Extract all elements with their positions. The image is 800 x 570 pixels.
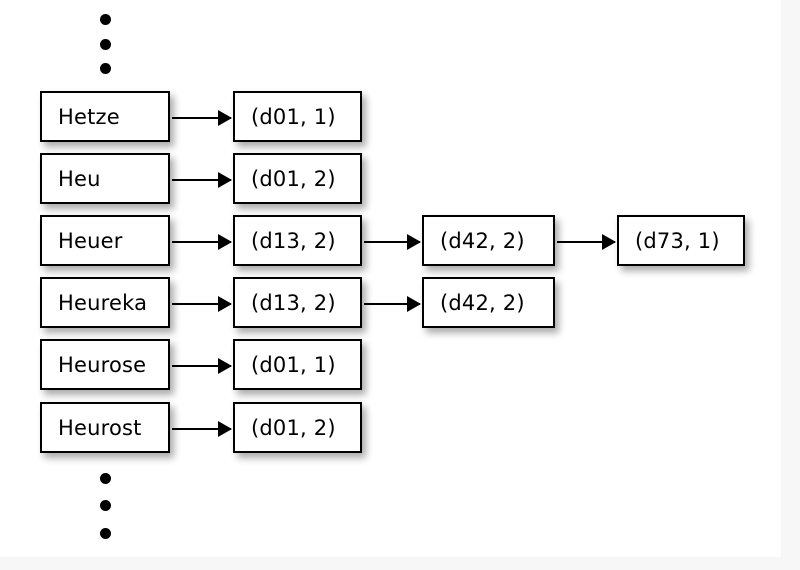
arrow-icon — [172, 234, 232, 250]
arrow-icon — [172, 358, 232, 374]
term-node[interactable]: Heurose — [40, 339, 170, 390]
arrow-icon — [364, 234, 421, 250]
ellipsis-bottom-dot-3 — [100, 528, 111, 539]
ellipsis-top-dot-3 — [100, 63, 111, 74]
posting-node[interactable]: (d01, 1) — [233, 91, 362, 142]
posting-node[interactable]: (d01, 2) — [233, 402, 362, 453]
arrow-icon — [557, 234, 616, 250]
term-node[interactable]: Heureka — [40, 277, 170, 328]
ellipsis-bottom-dot-1 — [100, 473, 111, 484]
term-node[interactable]: Heu — [40, 153, 170, 204]
posting-node[interactable]: (d13, 2) — [233, 277, 362, 328]
arrow-icon — [172, 421, 232, 437]
arrow-icon — [364, 296, 421, 312]
posting-node[interactable]: (d73, 1) — [617, 215, 745, 266]
posting-node[interactable]: (d13, 2) — [233, 215, 362, 266]
ellipsis-top-dot-1 — [100, 14, 111, 25]
arrow-icon — [172, 172, 232, 188]
ellipsis-top-dot-2 — [100, 39, 111, 50]
posting-node[interactable]: (d42, 2) — [422, 277, 555, 328]
arrow-icon — [172, 110, 232, 126]
arrow-icon — [172, 296, 232, 312]
posting-node[interactable]: (d42, 2) — [422, 215, 555, 266]
ellipsis-bottom-dot-2 — [100, 500, 111, 511]
term-node[interactable]: Heuer — [40, 215, 170, 266]
term-node[interactable]: Heurost — [40, 402, 170, 453]
posting-node[interactable]: (d01, 1) — [233, 339, 362, 390]
term-node[interactable]: Hetze — [40, 91, 170, 142]
posting-node[interactable]: (d01, 2) — [233, 153, 362, 204]
